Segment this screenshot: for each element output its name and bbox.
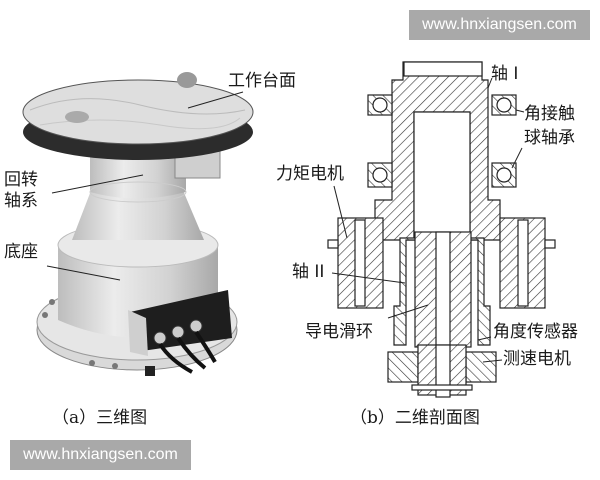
leader-lines-a <box>46 91 244 281</box>
label-shaft-2: 轴 II <box>292 262 325 282</box>
label-tacho-motor: 测速电机 <box>503 349 571 369</box>
label-rotary-shaft-line1: 回转 <box>4 170 38 190</box>
label-angle-sensor: 角度传感器 <box>493 322 578 342</box>
leader-lines-b <box>331 77 525 363</box>
label-base: 底座 <box>4 242 38 262</box>
label-shaft-1: 轴 I <box>491 64 519 84</box>
label-bearing-line2: 球轴承 <box>524 128 575 148</box>
label-rotary-shaft-line2: 轴系 <box>4 191 38 211</box>
caption-panel-a: （a）三维图 <box>52 408 148 428</box>
label-worktable: 工作台面 <box>228 71 296 91</box>
watermark-top: www.hnxiangsen.com <box>409 10 590 40</box>
label-torque-motor: 力矩电机 <box>276 164 344 184</box>
caption-panel-b: （b）二维剖面图 <box>350 408 480 428</box>
watermark-bottom: www.hnxiangsen.com <box>10 440 191 470</box>
label-slip-ring: 导电滑环 <box>305 322 373 342</box>
label-bearing-line1: 角接触 <box>524 104 575 124</box>
turntable-photo <box>22 72 254 376</box>
cross-section-diagram <box>327 61 556 398</box>
